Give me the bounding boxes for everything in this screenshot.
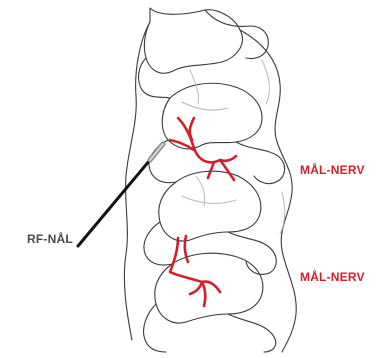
nerve-branch — [178, 118, 220, 162]
target-nerve-lower — [170, 236, 220, 306]
vertebra-top — [144, 8, 242, 73]
vertebra-2 — [162, 83, 262, 149]
target-nerve-label-lower: MÅL-NERV — [300, 270, 365, 284]
needle-shaft — [78, 148, 160, 246]
target-nerve-upper — [170, 118, 236, 180]
spine-outline — [124, 8, 296, 352]
vertebra-3 — [159, 171, 261, 241]
target-nerve-label-upper: MÅL-NERV — [300, 163, 365, 177]
rf-needle-label: RF-NÅL — [27, 232, 73, 246]
